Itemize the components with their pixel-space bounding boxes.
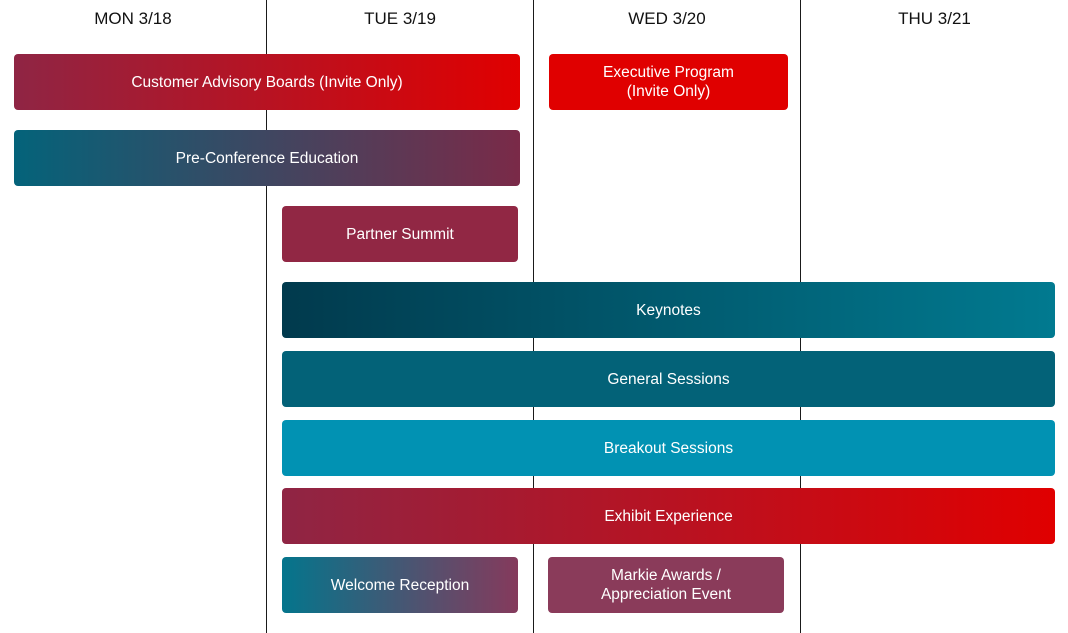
day-header-mon: MON 3/18 (94, 9, 172, 28)
event-label: Welcome Reception (330, 576, 470, 594)
day-divider (266, 0, 267, 633)
day-header-thu: THU 3/21 (898, 9, 971, 28)
event-label: Customer Advisory Boards (Invite Only) (131, 73, 403, 91)
event-breakout-sessions[interactable]: Breakout Sessions (282, 420, 1055, 476)
event-executive-program[interactable]: Executive Program (Invite Only) (549, 54, 788, 110)
event-keynotes[interactable]: Keynotes (282, 282, 1055, 338)
event-welcome-reception[interactable]: Welcome Reception (282, 557, 518, 613)
event-label: Executive Program (Invite Only) (603, 64, 734, 100)
event-label: Exhibit Experience (604, 507, 733, 525)
event-general-sessions[interactable]: General Sessions (282, 351, 1055, 407)
event-partner-summit[interactable]: Partner Summit (282, 206, 518, 262)
event-pre-conference-education[interactable]: Pre-Conference Education (14, 130, 520, 186)
event-label: Markie Awards / Appreciation Event (600, 567, 732, 603)
event-label: Keynotes (636, 301, 701, 319)
day-header-wed: WED 3/20 (628, 9, 706, 28)
event-customer-advisory-boards[interactable]: Customer Advisory Boards (Invite Only) (14, 54, 520, 110)
day-header-tue: TUE 3/19 (364, 9, 436, 28)
event-label: Partner Summit (346, 225, 454, 243)
event-label: General Sessions (607, 370, 730, 388)
event-label: Breakout Sessions (603, 439, 734, 457)
event-exhibit-experience[interactable]: Exhibit Experience (282, 488, 1055, 544)
event-label: Pre-Conference Education (175, 149, 359, 167)
event-markie-awards[interactable]: Markie Awards / Appreciation Event (548, 557, 784, 613)
